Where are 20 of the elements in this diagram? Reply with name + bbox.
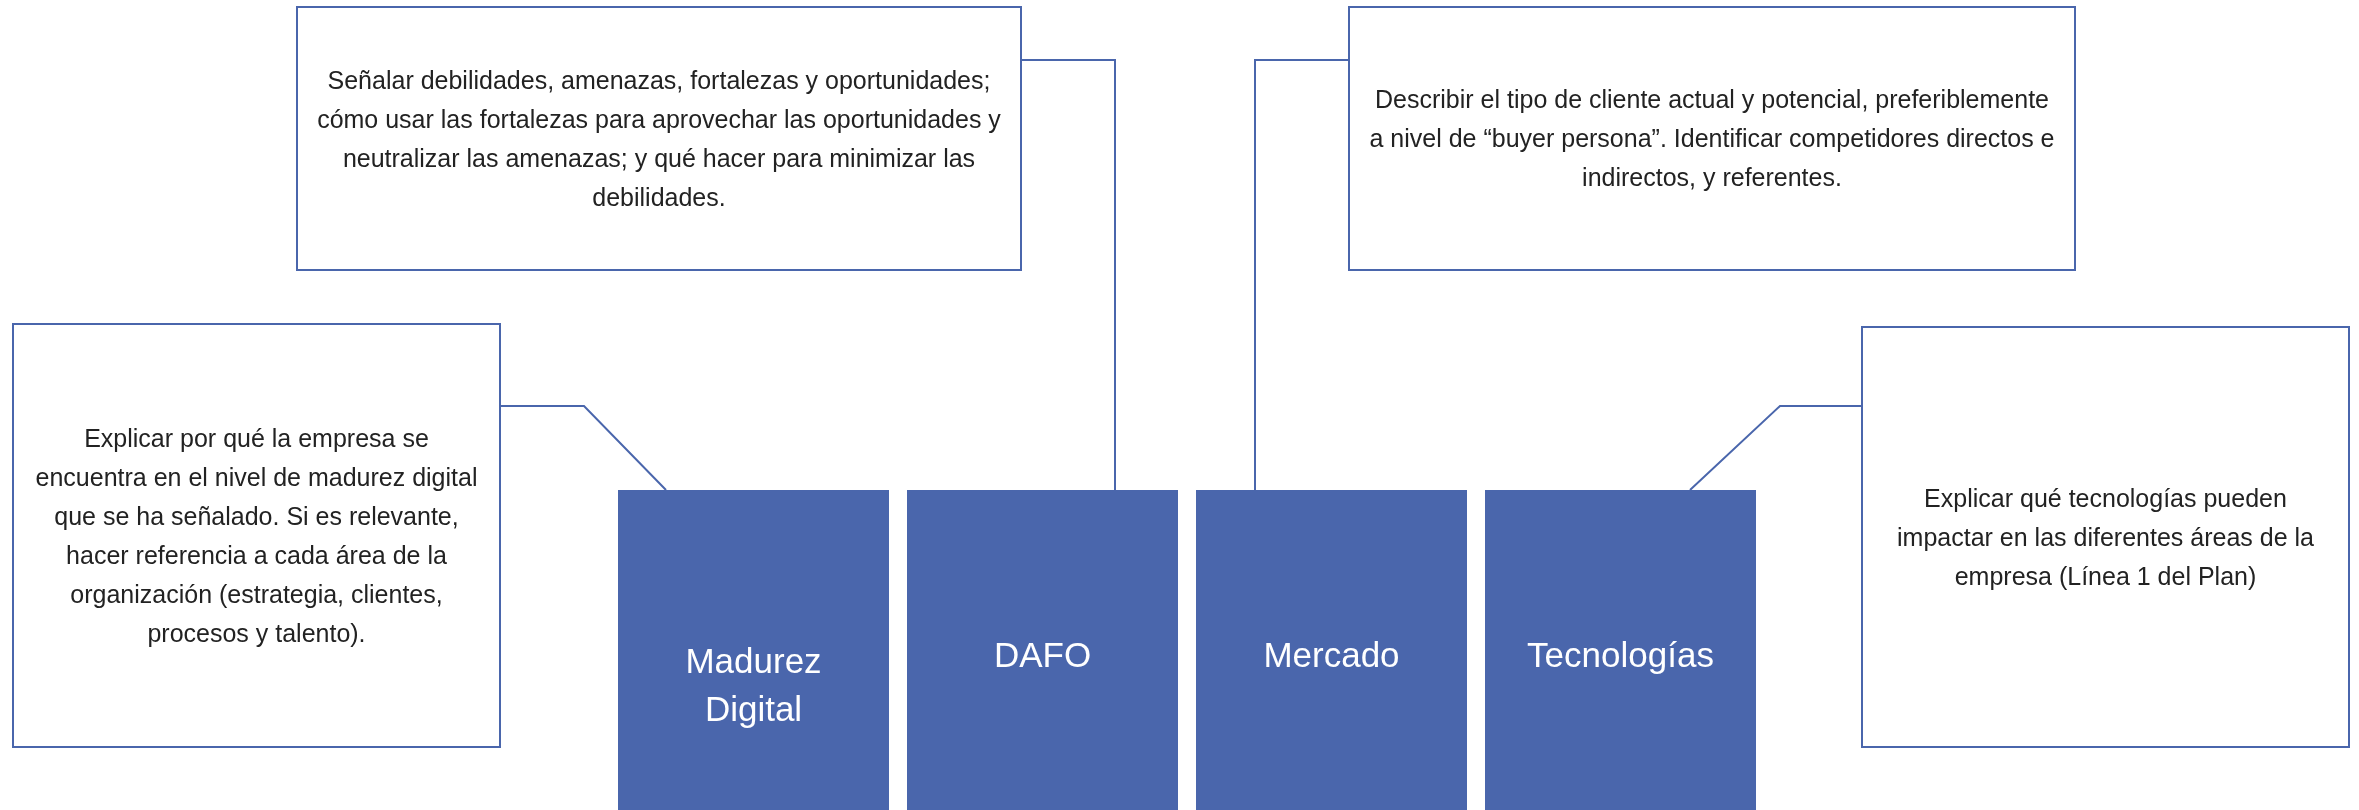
- description-box: [296, 6, 1022, 271]
- category-label: Mercado: [1263, 634, 1400, 676]
- description-box: [1348, 6, 2076, 271]
- description-text: Explicar por qué la empresa se encuentra en el nivel de madurez digital que se ha señalado. Si es relevante, hacer referencia a cada área de la organización (estrategia, clientes, procesos y talento).: [34, 422, 479, 649]
- description-text: Describir el tipo de cliente actual y potencial, preferiblemente a nivel de “buyer persona”. Identificar competidores directos e indirectos, y referentes.: [1368, 84, 2056, 193]
- description-box: [1861, 326, 2350, 748]
- leader-line: [1689, 405, 1862, 491]
- description-box: [12, 323, 501, 748]
- description-text: Señalar debilidades, amenazas, fortalezas y oportunidades; cómo usar las fortalezas para aprovechar las oportunidades y neutralizar las amenazas; y qué hacer para minimizar las debilidades.: [316, 64, 1002, 213]
- category-box: [1196, 490, 1467, 810]
- category-label: DAFO: [993, 634, 1092, 676]
- description-text: Explicar qué tecnologías pueden impactar en las diferentes áreas de la empresa (Línea 1 del Plan): [1896, 482, 2315, 592]
- category-box: [1485, 490, 1756, 810]
- leader-line: [500, 405, 667, 491]
- category-label: Tecnologías: [1527, 634, 1714, 676]
- category-label: Madurez Digital: [685, 640, 822, 730]
- leader-line: [1254, 59, 1349, 491]
- category-box: [907, 490, 1178, 810]
- leader-line: [1021, 59, 1116, 491]
- category-box: [618, 490, 889, 810]
